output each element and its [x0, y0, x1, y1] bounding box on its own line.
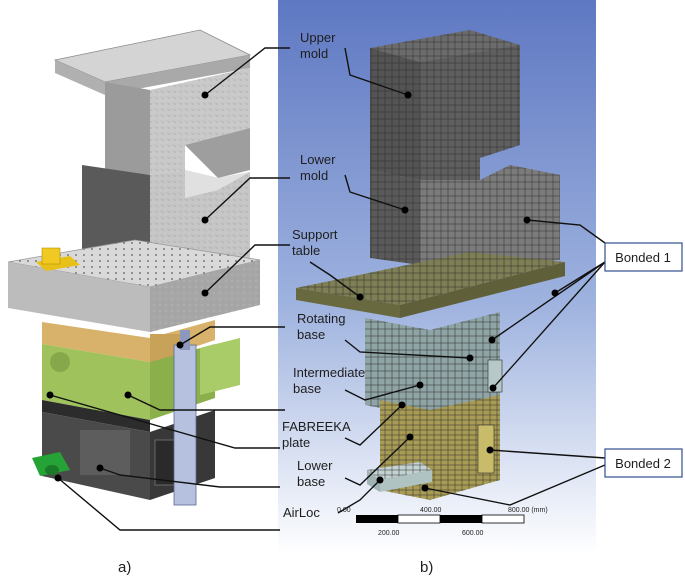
label-airloc: AirLoc: [283, 505, 320, 520]
support-table-mesh: [296, 252, 565, 318]
upper-mold-mesh: [370, 30, 520, 180]
upper-mold-cad: [53, 29, 252, 178]
scale-bar: 0.00 400.00 800.00 (mm) 200.00 600.00: [337, 507, 548, 537]
support-table-cad: [7, 239, 261, 332]
callout-bonded-2: Bonded 2: [604, 448, 683, 478]
panel-b-fem-mesh: [278, 0, 596, 555]
callout-bonded-1: Bonded 1: [604, 242, 683, 272]
callout-bonded-1-text: Bonded 1: [615, 250, 671, 265]
panel-a-cad-model: [7, 29, 261, 506]
scale-tick-200: 200.00: [378, 530, 400, 537]
panel-caption-b: b): [420, 559, 433, 576]
callout-bonded-2-text: Bonded 2: [615, 456, 671, 471]
panel-caption-a: a): [118, 559, 131, 576]
scale-tick-800: 800.00 (mm): [508, 507, 548, 514]
scale-tick-400: 400.00: [420, 507, 442, 514]
leader-end-dots: [46, 91, 559, 492]
lower-mold-mesh: [370, 165, 560, 270]
scale-tick-0: 0.00: [337, 507, 351, 514]
lower-base-cad: [42, 400, 215, 500]
actuator-rod-cad: [173, 330, 197, 506]
leader-lines: [49, 47, 606, 531]
scale-tick-600: 600.00: [462, 530, 484, 537]
airloc-cad: [32, 452, 70, 476]
